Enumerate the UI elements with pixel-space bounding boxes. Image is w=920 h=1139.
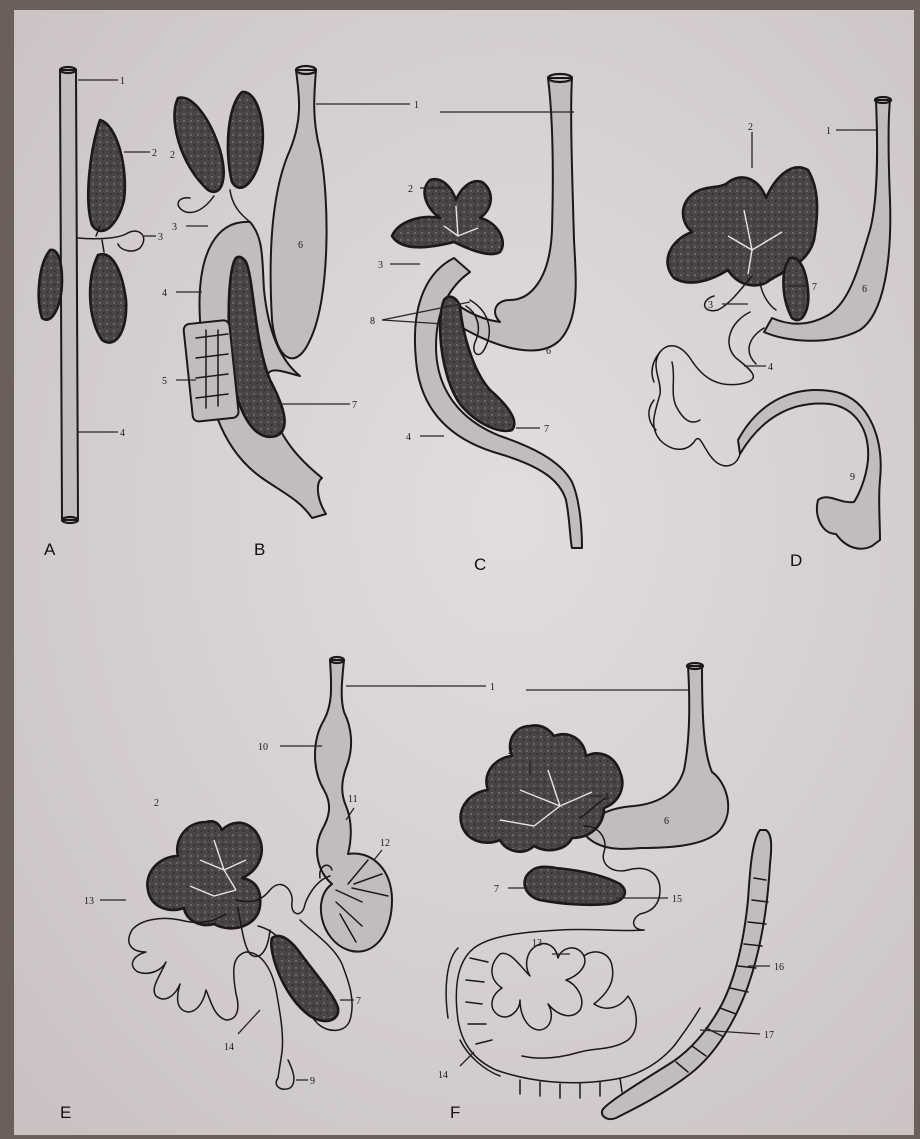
- callout-4: 4: [768, 362, 773, 373]
- panel-d-diagram: 1 2 3 7 6 4 9 D: [649, 97, 891, 570]
- callout-8: 8: [370, 316, 375, 327]
- callout-3: 3: [158, 232, 163, 243]
- callout-2: 2: [170, 150, 175, 161]
- panel-label-e: E: [60, 1103, 71, 1122]
- callout-3: 3: [378, 260, 383, 271]
- callout-7: 7: [494, 884, 499, 895]
- callout-2: 2: [748, 122, 753, 133]
- panel-c-diagram: 2 3 8 6 7 4 C: [370, 74, 582, 574]
- panel-label-d: D: [790, 551, 802, 570]
- callout-9: 9: [850, 472, 855, 483]
- callout-3: 3: [172, 222, 177, 233]
- callout-13: 13: [84, 896, 94, 907]
- callout-7: 7: [356, 996, 361, 1007]
- callout-6: 6: [298, 240, 303, 251]
- callout-6: 6: [862, 284, 867, 295]
- callout-6: 6: [546, 346, 551, 357]
- callout-7: 7: [544, 424, 549, 435]
- callout-14: 14: [438, 1070, 448, 1081]
- callout-15: 15: [672, 894, 682, 905]
- callout-13: 13: [532, 938, 542, 949]
- callout-3: 3: [604, 792, 609, 803]
- panel-f-diagram: 2 3 6 7 15 13 16 17 14 F: [438, 663, 784, 1122]
- panel-label-b: B: [254, 540, 265, 559]
- callout-14: 14: [224, 1042, 234, 1053]
- callout-1: 1: [826, 126, 831, 137]
- callout-10: 10: [258, 742, 268, 753]
- panel-label-f: F: [450, 1103, 460, 1122]
- callout-2: 2: [508, 746, 513, 757]
- callout-4: 4: [162, 288, 167, 299]
- panel-e-diagram: 1 10 11 12 2 13 7 14 9 E: [60, 657, 495, 1122]
- callout-17: 17: [764, 1030, 774, 1041]
- callout-2: 2: [152, 148, 157, 159]
- callout-4: 4: [406, 432, 411, 443]
- callout-11: 11: [348, 794, 358, 805]
- callout-1: 1: [120, 76, 125, 87]
- panel-label-c: C: [474, 555, 486, 574]
- panel-a-diagram: 1 2 3 4 A: [39, 67, 163, 559]
- callout-3: 3: [708, 300, 713, 311]
- callout-4: 4: [120, 428, 125, 439]
- callout-9: 9: [310, 1076, 315, 1087]
- callout-2: 2: [408, 184, 413, 195]
- callout-7: 7: [812, 282, 817, 293]
- panel-label-a: A: [44, 540, 56, 559]
- callout-16: 16: [774, 962, 784, 973]
- callout-12: 12: [380, 838, 390, 849]
- callout-1: 1: [414, 100, 419, 111]
- callout-1: 1: [490, 682, 495, 693]
- callout-5: 5: [162, 376, 167, 387]
- panel-b-diagram: 1 2 3 4 5 6 7 B: [162, 66, 419, 559]
- callout-6: 6: [664, 816, 669, 827]
- callout-7: 7: [352, 400, 357, 411]
- callout-2: 2: [154, 798, 159, 809]
